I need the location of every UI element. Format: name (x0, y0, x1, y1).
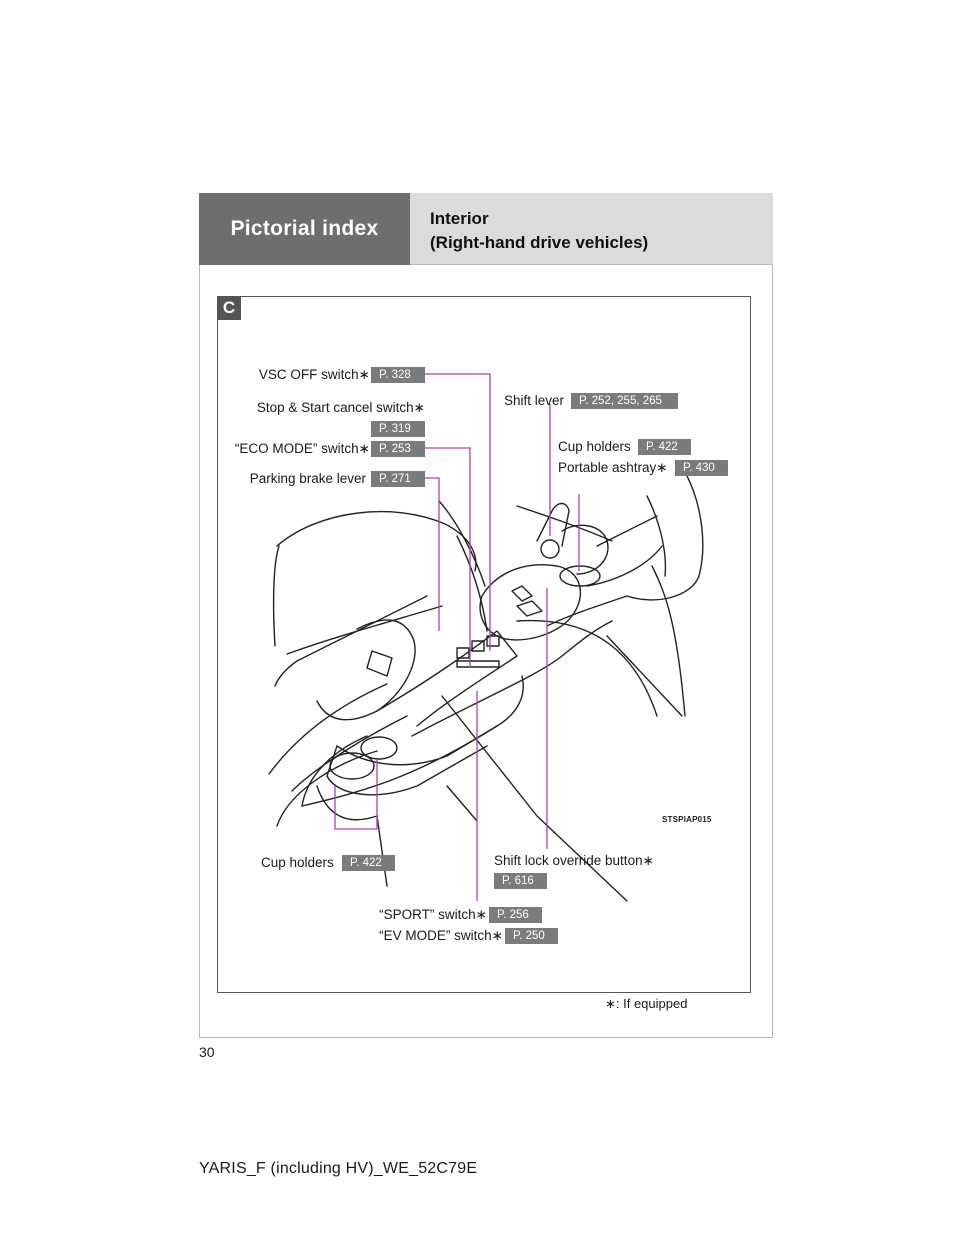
page-number: 30 (199, 1044, 215, 1060)
eco-mode-label: “ECO MODE” switch∗ (234, 441, 370, 456)
cup-holders-top-page[interactable]: P. 422 (638, 439, 691, 455)
ev-mode-label: “EV MODE” switch∗ (379, 928, 503, 943)
callout-leader-lines (334, 373, 580, 901)
vsc-off-page[interactable]: P. 328 (371, 367, 425, 383)
console-line-art (268, 475, 704, 902)
figure-code: STSPIAP015 (662, 815, 712, 824)
stop-start-page[interactable]: P. 319 (371, 421, 425, 437)
stop-start-label: Stop & Start cancel switch∗ (256, 400, 425, 415)
shift-lock-page[interactable]: P. 616 (494, 873, 547, 889)
page-title: Interior (Right-hand drive vehicles) (410, 193, 773, 265)
cup-holders-top-label: Cup holders (558, 439, 631, 454)
document-code: YARIS_F (including HV)_WE_52C79E (199, 1160, 478, 1177)
title-line-2: (Right-hand drive vehicles) (430, 233, 649, 252)
cup-holders-bottom-label: Cup holders (261, 855, 334, 870)
cup-holders-bottom-page[interactable]: P. 422 (342, 855, 395, 871)
panel-badge: C (217, 296, 241, 320)
ashtray-label: Portable ashtray∗ (558, 460, 668, 475)
section-title: Pictorial index (199, 193, 410, 265)
vsc-off-label: VSC OFF switch∗ (258, 367, 370, 382)
sport-label: “SPORT” switch∗ (379, 907, 487, 922)
eco-mode-page[interactable]: P. 253 (371, 441, 425, 457)
console-illustration (268, 373, 704, 902)
ev-mode-page[interactable]: P. 250 (505, 928, 558, 944)
title-line-1: Interior (430, 209, 489, 228)
ashtray-page[interactable]: P. 430 (675, 460, 728, 476)
parking-brake-label: Parking brake lever (249, 471, 366, 486)
illustration-panel (217, 296, 751, 993)
shift-lever-page[interactable]: P. 252, 255, 265 (571, 393, 678, 409)
sport-page[interactable]: P. 256 (489, 907, 542, 923)
shift-lock-label: Shift lock override button∗ (494, 853, 654, 868)
shift-lever-label: Shift lever (504, 393, 565, 408)
footnote: ∗: If equipped (605, 996, 688, 1011)
parking-brake-page[interactable]: P. 271 (371, 471, 425, 487)
